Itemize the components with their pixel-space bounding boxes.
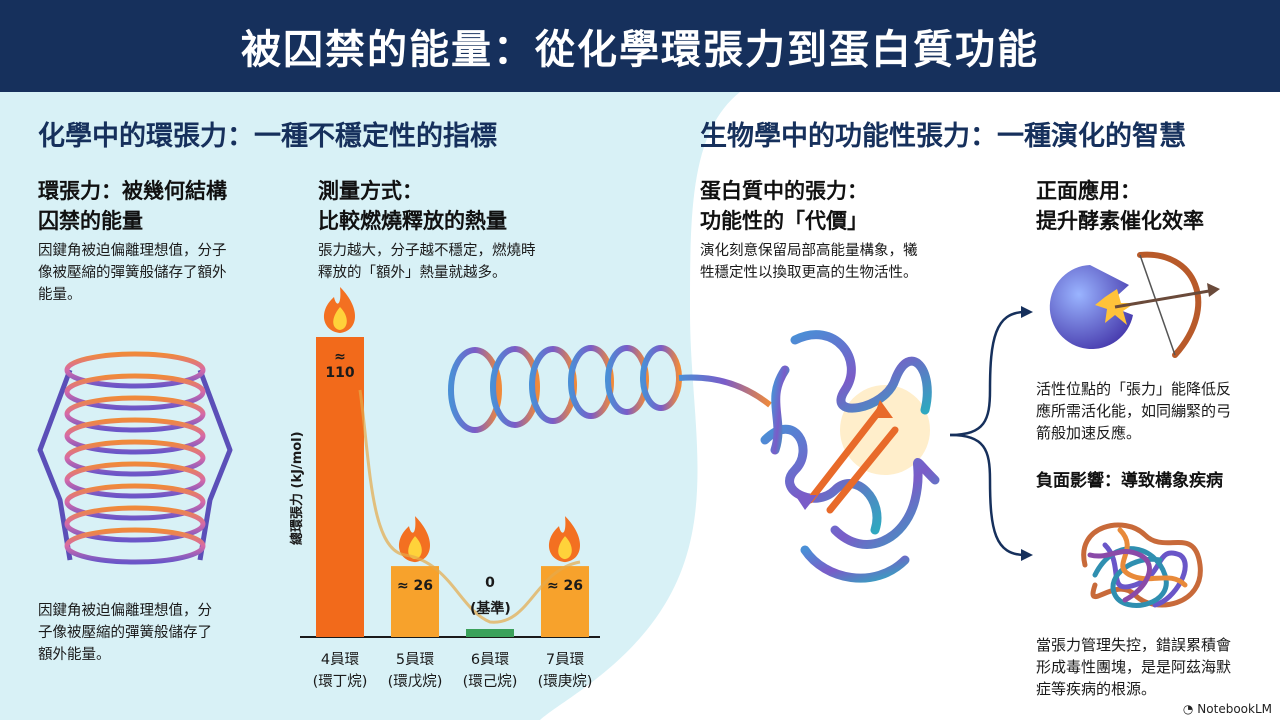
baseline-note: (基準) xyxy=(470,601,511,617)
notebooklm-logo-icon: ◔ xyxy=(1182,702,1194,716)
protein-strain-text-line2: 牲穩定性以換取更高的生物活性。 xyxy=(700,265,918,281)
ring-strain-text-line2: 像被壓縮的彈簧般儲存了額外 xyxy=(38,265,227,281)
positive-application-text: 活性位點的「張力」能降低反 應所需活化能，如同繃緊的弓 箭般加速反應。 xyxy=(1036,378,1231,444)
ring-strain-heading-line2: 囚禁的能量 xyxy=(38,209,143,233)
category-label: 6員環 (環己烷) xyxy=(445,649,535,693)
bar-2 xyxy=(391,566,439,637)
ring-strain-bottom-text: 因鍵角被迫偏離理想值，分 子像被壓縮的彈簧般儲存了 額外能量。 xyxy=(38,600,212,666)
compressed-spring-illustration xyxy=(37,351,233,565)
bar-value-label: ≈ 110 xyxy=(325,349,355,381)
ring-strain-text-line3: 能量。 xyxy=(38,287,82,303)
flame-core-icon xyxy=(558,536,572,560)
positive-heading-line1: 正面應用： xyxy=(1036,179,1141,203)
ring-strain-heading-line1: 環張力：被幾何結構 xyxy=(38,179,227,203)
positive-text-line2: 應所需活化能，如同繃緊的弓 xyxy=(1036,402,1232,420)
category-label: 7員環 (環庚烷) xyxy=(520,649,610,693)
negative-text-line3: 症等疾病的根源。 xyxy=(1036,680,1157,698)
protein-strain-heading-line1: 蛋白質中的張力： xyxy=(700,179,868,203)
outcome-branch-arrows xyxy=(949,306,1033,561)
biology-section-title: 生物學中的功能性張力：一種演化的智慧 xyxy=(700,121,1186,152)
category-label-line1: 7員環 xyxy=(545,652,585,668)
measurement-text-line1: 張力越大，分子越不穩定，燃燒時 xyxy=(318,243,536,259)
category-label-line2: (環己烷) xyxy=(462,674,518,690)
ring-strain-bottom-line3: 額外能量。 xyxy=(38,647,111,663)
left-panel-background xyxy=(0,92,740,720)
category-label-line1: 5員環 xyxy=(395,652,435,668)
measurement-text-line2: 釋放的「額外」熱量就越多。 xyxy=(318,265,507,281)
protein-strain-text-line1: 演化刻意保留局部高能量構象，犧 xyxy=(700,243,918,259)
protein-strain-text: 演化刻意保留局部高能量構象，犧 牲穩定性以換取更高的生物活性。 xyxy=(700,240,918,284)
flame-core-icon xyxy=(408,536,422,560)
bar-1 xyxy=(316,337,364,637)
notebooklm-watermark: ◔ NotebookLM xyxy=(1183,702,1272,716)
energy-curve xyxy=(358,389,581,624)
category-label-line1: 4員環 xyxy=(320,652,360,668)
bar-value-label: 0 xyxy=(485,575,495,591)
category-label-line2: (環庚烷) xyxy=(537,674,593,690)
category-label: 5員環 (環戊烷) xyxy=(370,649,460,693)
title-banner: 被囚禁的能量：從化學環張力到蛋白質功能 xyxy=(0,0,1280,92)
ring-strain-bottom-line2: 子像被壓縮的彈簧般儲存了 xyxy=(38,625,212,641)
positive-text-line1: 活性位點的「張力」能降低反 xyxy=(1036,380,1232,398)
enzyme-bow-illustration xyxy=(1049,251,1220,358)
category-label-line2: (環戊烷) xyxy=(387,674,443,690)
measurement-heading-line2: 比較燃燒釋放的熱量 xyxy=(318,209,507,233)
negative-effect-text: 當張力管理失控，錯誤累積會 形成毒性團塊，是是阿茲海默 症等疾病的根源。 xyxy=(1036,634,1231,700)
stretched-spring-illustration xyxy=(448,345,772,433)
bar-3 xyxy=(466,629,514,637)
bar-value-label: ≈ 26 xyxy=(396,578,434,595)
category-label: 4員環 (環丁烷) xyxy=(295,649,385,693)
negative-effect-heading: 負面影響：導致構象疾病 xyxy=(1036,471,1223,491)
protein-aggregate-illustration xyxy=(1081,522,1203,608)
positive-heading-line2: 提升酵素催化效率 xyxy=(1036,209,1204,233)
footer-brand: NotebookLM xyxy=(1197,702,1272,716)
page-title: 被囚禁的能量：從化學環張力到蛋白質功能 xyxy=(241,27,1039,73)
ring-strain-bottom-line1: 因鍵角被迫偏離理想值，分 xyxy=(38,603,212,619)
negative-text-line1: 當張力管理失控，錯誤累積會 xyxy=(1036,636,1232,654)
category-label-line2: (環丁烷) xyxy=(312,674,368,690)
bar-value-label: ≈ 26 xyxy=(546,578,584,595)
protein-strain-heading-line2: 功能性的「代價」 xyxy=(700,209,868,233)
negative-text-line2: 形成毒性團塊，是是阿茲海默 xyxy=(1036,658,1232,676)
ring-strain-heading: 環張力：被幾何結構 囚禁的能量 xyxy=(38,176,227,236)
flame-core-icon xyxy=(333,307,347,330)
bar-4 xyxy=(541,566,589,637)
positive-text-line3: 箭般加速反應。 xyxy=(1036,424,1142,442)
measurement-heading: 測量方式： 比較燃燒釋放的熱量 xyxy=(318,176,507,236)
protein-strain-heading: 蛋白質中的張力： 功能性的「代價」 xyxy=(700,176,868,236)
protein-structure-illustration xyxy=(760,330,940,583)
positive-application-heading: 正面應用： 提升酵素催化效率 xyxy=(1036,176,1204,236)
chemistry-section-title: 化學中的環張力：一種不穩定性的指標 xyxy=(38,121,497,152)
ring-strain-text-line1: 因鍵角被迫偏離理想值，分子 xyxy=(38,243,227,259)
ring-strain-text: 因鍵角被迫偏離理想值，分子 像被壓縮的彈簧般儲存了額外 能量。 xyxy=(38,240,227,306)
category-label-line1: 6員環 xyxy=(470,652,510,668)
measurement-heading-line1: 測量方式： xyxy=(318,179,423,203)
ring-strain-bar-chart xyxy=(300,287,600,638)
measurement-text: 張力越大，分子越不穩定，燃燒時 釋放的「額外」熱量就越多。 xyxy=(318,240,536,284)
